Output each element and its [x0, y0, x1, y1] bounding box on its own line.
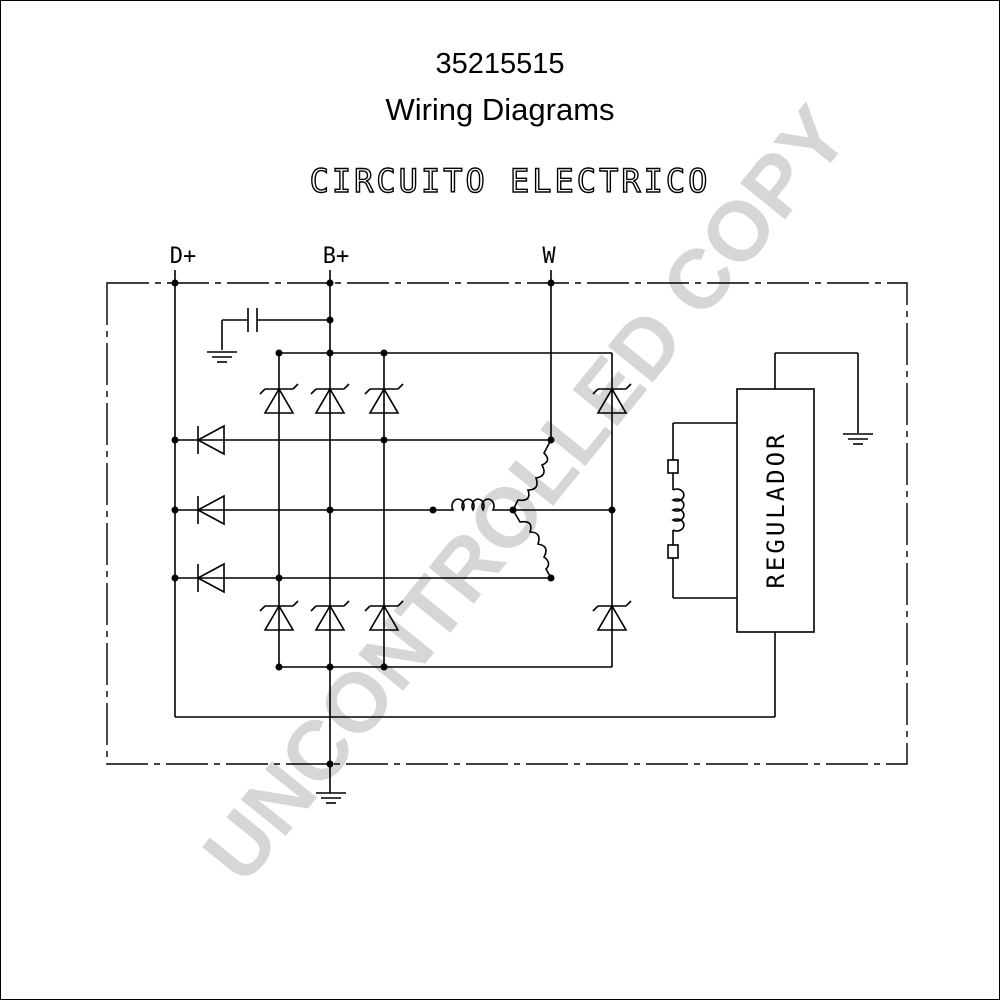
- stator-windings: [433, 439, 552, 579]
- regulator: [736, 352, 873, 633]
- ground-symbol: [316, 792, 346, 804]
- document-number: 35215515: [435, 48, 565, 80]
- circuit-heading: CIRCUITO ELECTRICO: [310, 162, 711, 200]
- regulator-label: REGULADOR: [762, 431, 790, 588]
- terminal-label-w: W: [542, 244, 556, 269]
- exciter-diodes: [197, 425, 225, 593]
- terminal-label-d-plus: D+: [170, 244, 197, 269]
- suppression-capacitor: [207, 308, 330, 363]
- terminal-label-b-plus: B+: [323, 244, 350, 269]
- document-title: Wiring Diagrams: [385, 92, 615, 127]
- rectifier-bridge: [175, 352, 776, 793]
- junction-dots: [171, 279, 616, 768]
- rotor-field-winding: [667, 422, 737, 599]
- alternator-housing-boundary: [106, 282, 908, 765]
